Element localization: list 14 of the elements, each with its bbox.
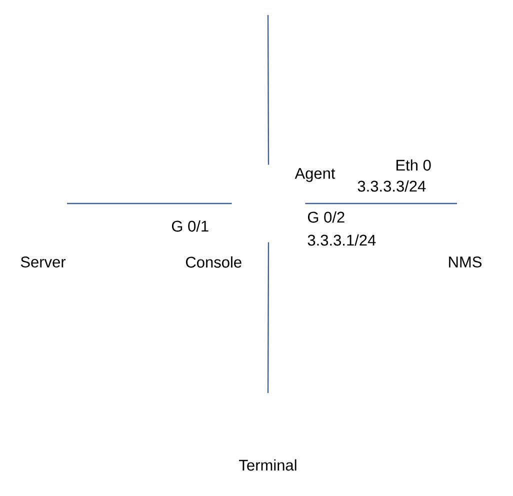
interface-label: G 0/1 bbox=[172, 220, 208, 232]
device-label: Agent bbox=[294, 168, 336, 182]
link-line bbox=[267, 242, 270, 394]
device-label: Server bbox=[20, 256, 66, 268]
link-line bbox=[67, 202, 232, 204]
device-label: NMS bbox=[449, 256, 482, 268]
device-label: Terminal bbox=[239, 459, 296, 471]
interface-label: 3.3.3.3/24 bbox=[358, 180, 426, 192]
link-line bbox=[305, 202, 457, 204]
interface-label: Eth 0 bbox=[396, 159, 431, 171]
interface-label: 3.3.3.1/24 bbox=[308, 234, 376, 246]
interface-label: G 0/2 bbox=[308, 211, 344, 223]
interface-label: Console bbox=[186, 256, 242, 268]
link-line bbox=[267, 15, 270, 165]
